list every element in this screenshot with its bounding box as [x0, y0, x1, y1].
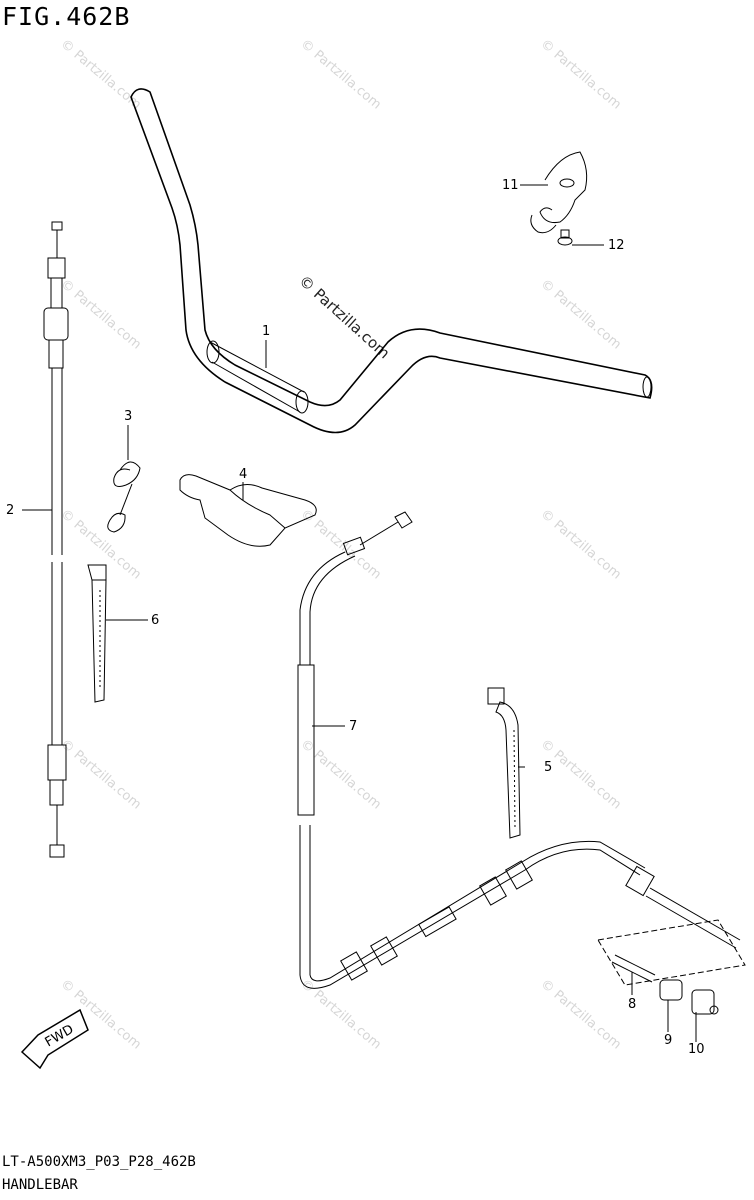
- watermark: © Partzilla.com: [297, 37, 383, 113]
- left-cable-part: [43, 221, 69, 858]
- section-name: HANDLEBAR: [2, 1177, 78, 1193]
- watermark: © Partzilla.com: [537, 977, 623, 1053]
- watermark-center: © Partzilla.com: [295, 272, 393, 363]
- callout-2: 2: [6, 503, 14, 518]
- callout-11: 11: [502, 178, 519, 193]
- callout-6: 6: [151, 613, 159, 628]
- watermark: © Partzilla.com: [297, 507, 383, 583]
- watermark: © Partzilla.com: [297, 737, 383, 813]
- leader-lines: [22, 184, 697, 1042]
- watermark: © Partzilla.com: [537, 37, 623, 113]
- fwd-direction-badge: FWD: [20, 1008, 89, 1070]
- callout-3: 3: [124, 409, 132, 424]
- callout-1: 1: [262, 324, 270, 339]
- figure-code: LT-A500XM3_P03_P28_462B: [2, 1154, 196, 1170]
- figure-title: FIG.462B: [2, 2, 131, 31]
- watermark-group: © Partzilla.com © Partzilla.com © Partzi…: [57, 37, 623, 1053]
- bracket-part: [179, 474, 317, 547]
- callout-8: 8: [628, 997, 636, 1012]
- clamp-part: [530, 151, 588, 234]
- handlebar-part: [130, 88, 653, 434]
- tie-band-left-part: [87, 564, 107, 703]
- watermark: © Partzilla.com: [537, 507, 623, 583]
- callout-7: 7: [349, 719, 357, 734]
- callout-12: 12: [608, 238, 625, 253]
- callout-4: 4: [239, 467, 247, 482]
- spring-clip-part: [107, 461, 141, 533]
- callout-labels: 1 2 3 4 5 6 7 8 9 10 11 12: [6, 178, 705, 1057]
- tie-band-right-part: [487, 687, 521, 839]
- watermark: © Partzilla.com: [57, 737, 143, 813]
- bolt-part: [557, 229, 573, 246]
- callout-5: 5: [544, 760, 552, 775]
- watermark: © Partzilla.com: [57, 37, 143, 113]
- watermark: © Partzilla.com: [57, 277, 143, 353]
- watermark: © Partzilla.com: [57, 507, 143, 583]
- watermark: © Partzilla.com: [537, 277, 623, 353]
- callout-10: 10: [688, 1042, 705, 1057]
- callout-9: 9: [664, 1033, 672, 1048]
- center-cable-part: [297, 511, 741, 989]
- adjuster-parts: [597, 919, 746, 1015]
